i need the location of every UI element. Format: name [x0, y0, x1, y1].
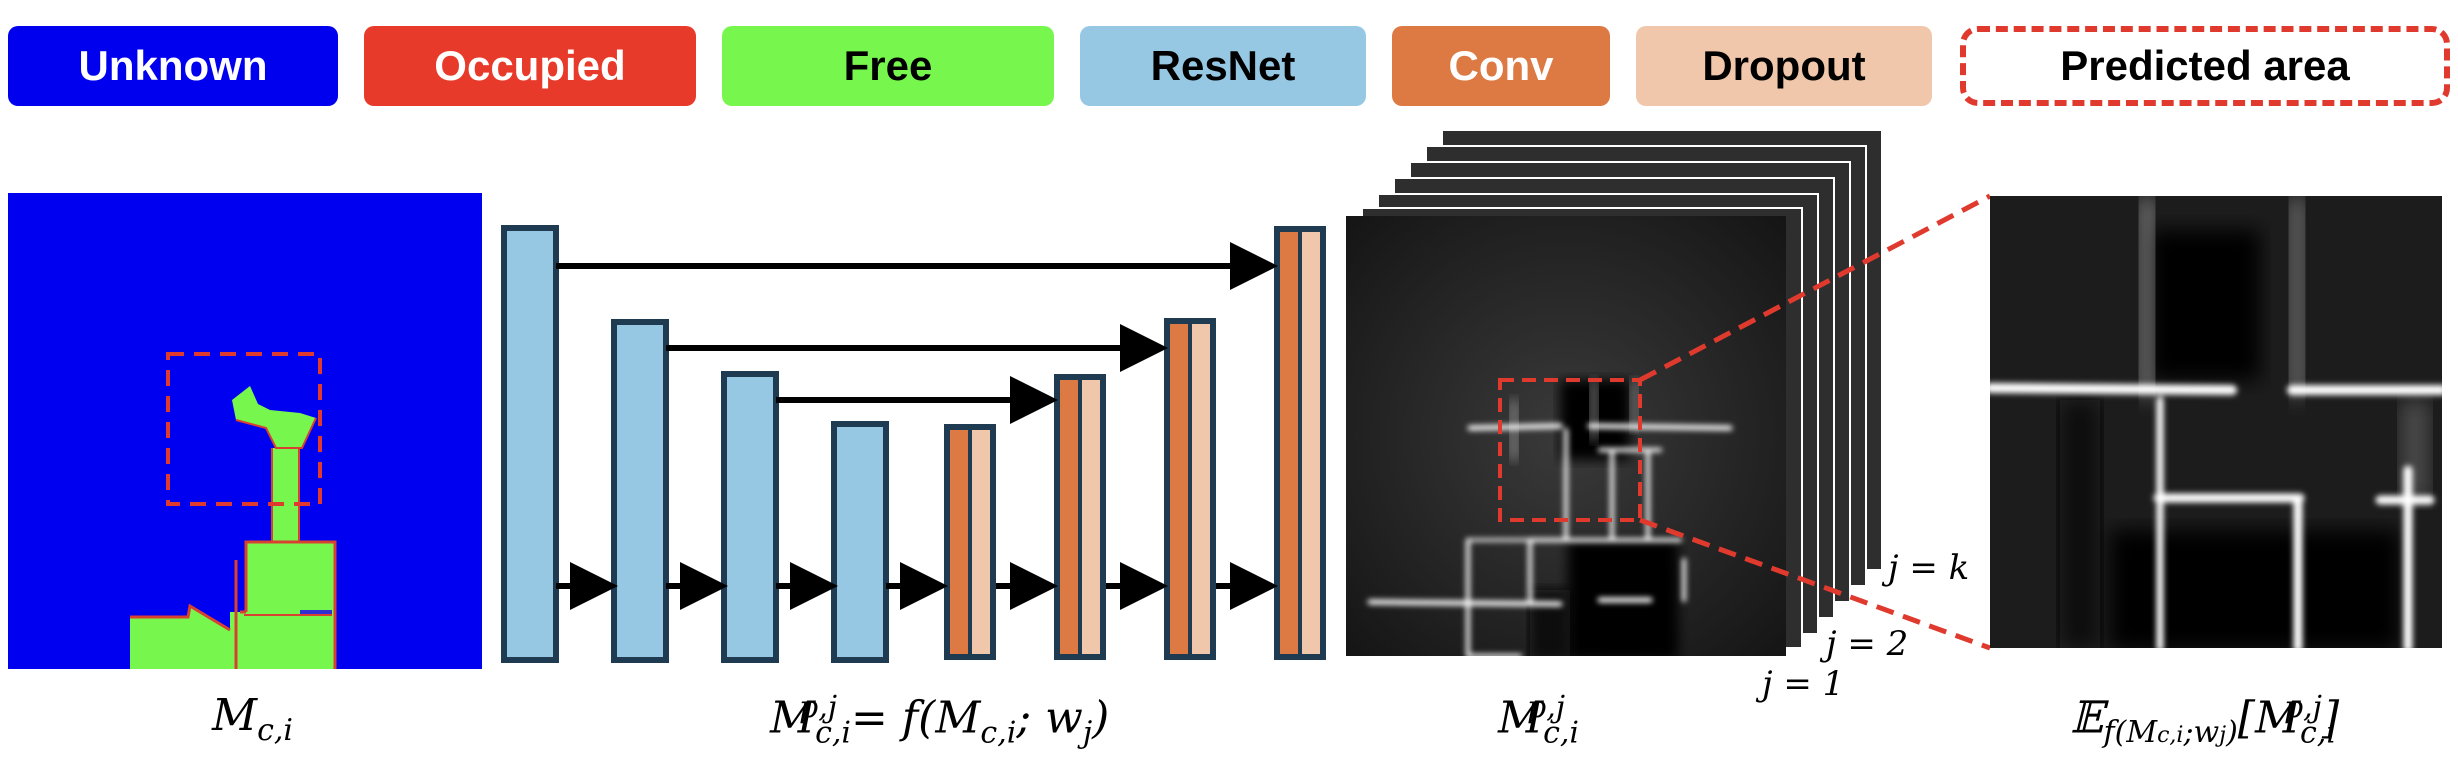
caption-stack-sub: c,i [1543, 715, 1579, 751]
caption-expectation-bracket-close: ] [2321, 692, 2340, 744]
caption-expectation-sub: c,i [2300, 715, 2336, 751]
caption-expectation-sup: p,j [2283, 690, 2322, 725]
caption-network-rhs-sub: c,i [980, 715, 1017, 751]
legend-occupied-label: Occupied [434, 42, 626, 89]
caption-expectation-op: 𝔼 [2070, 692, 2104, 744]
legend-occupied: Occupied [364, 26, 696, 106]
caption-network-rhs-end: ) [1092, 692, 1110, 744]
legend-free-label: Free [843, 42, 933, 89]
caption-network-rhs-sub2: j [1082, 715, 1093, 751]
caption-stack: Mc,ip,j [1498, 690, 1579, 750]
legend-predicted-area: Predicted area [1960, 26, 2450, 106]
caption-expectation-op-sub-a: f(M [2103, 715, 2158, 751]
caption-expectation-op-sub-b: c,i [2157, 723, 2184, 749]
legend-dropout: Dropout [1636, 26, 1932, 106]
caption-input-base: M [212, 690, 258, 741]
caption-stack-sup: p,j [1527, 690, 1566, 725]
caption-input-sub: c,i [257, 712, 293, 748]
resnet-block-2 [611, 319, 669, 663]
legend-resnet-label: ResNet [1150, 42, 1296, 89]
caption-expectation-op-sub-e: ) [2226, 715, 2238, 751]
stack-label-2: j = 2 [1826, 624, 1909, 664]
conv-dropout-block-1 [944, 424, 996, 660]
stack-label-1: j = 1 [1762, 664, 1845, 704]
resnet-block-4 [831, 421, 889, 663]
legend-unknown: Unknown [8, 26, 338, 106]
caption-network-base: M [770, 692, 816, 744]
caption-input-map: Mc,i [212, 690, 293, 748]
legend-resnet: ResNet [1080, 26, 1366, 106]
legend-predicted-area-label: Predicted area [2060, 42, 2350, 89]
caption-network-rhs-mid: ; w [1016, 692, 1083, 744]
stack-label-k: j = k [1888, 548, 1970, 588]
caption-expectation-op-sub-c: ;w [2183, 715, 2220, 751]
legend-dropout-label: Dropout [1702, 42, 1866, 89]
conv-dropout-block-2 [1054, 374, 1106, 660]
conv-dropout-block-3 [1164, 318, 1216, 660]
caption-network-sup: p,j [799, 690, 838, 725]
zoomed-prediction [1990, 196, 2442, 648]
caption-network: Mc,ip,j = f(Mc,i; wj) [770, 690, 1109, 750]
caption-expectation: 𝔼f(Mc,i;wj)[Mc,ip,j] [2070, 690, 2339, 750]
caption-network-rhs: = f(M [851, 692, 981, 744]
legend-conv: Conv [1392, 26, 1610, 106]
legend-free: Free [722, 26, 1054, 106]
zoom-connector-top [1638, 193, 1992, 383]
caption-stack-base: M [1498, 692, 1544, 744]
zoom-connector-bottom [1639, 517, 1991, 651]
unet-diagram [501, 225, 1326, 663]
caption-expectation-op-sub-d: j [2219, 723, 2227, 749]
caption-expectation-op-sub: f(Mc,i;wj) [2104, 715, 2238, 750]
prediction-stack [1346, 129, 1883, 656]
caption-expectation-bracket-open: [M [2237, 692, 2300, 744]
legend-unknown-label: Unknown [78, 42, 268, 89]
input-occupancy-map [8, 193, 482, 669]
resnet-block-1 [501, 225, 559, 663]
legend-conv-label: Conv [1448, 42, 1554, 89]
resnet-block-3 [721, 371, 779, 663]
conv-dropout-block-4 [1274, 226, 1326, 660]
